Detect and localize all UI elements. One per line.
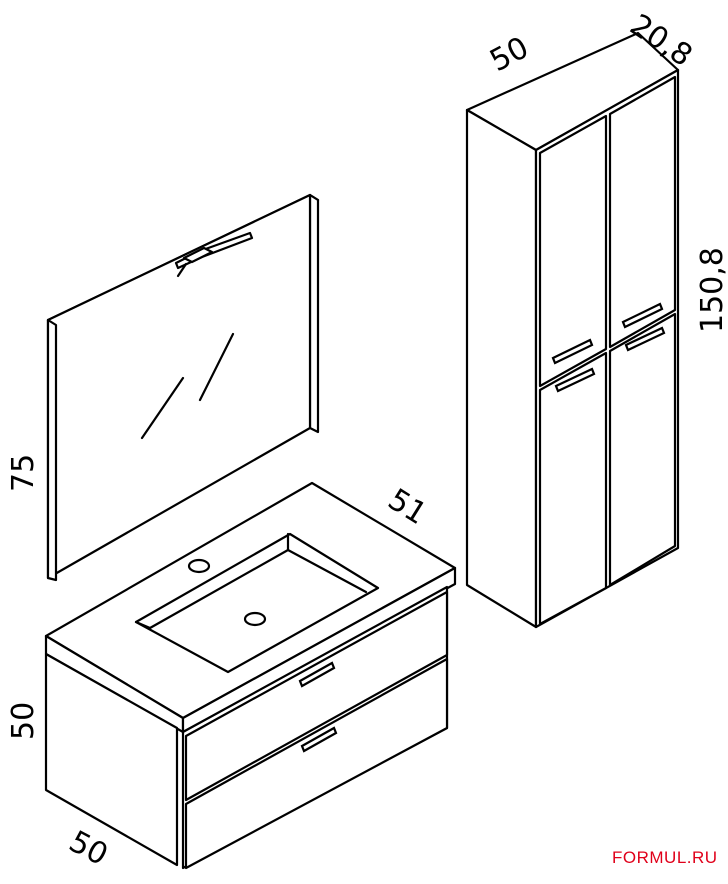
basin-inner-edge <box>134 620 152 630</box>
lower-drawer-front <box>184 657 449 870</box>
mirror-height-label: 75 <box>6 454 41 492</box>
lamp-arm <box>176 262 188 278</box>
upper-left-door <box>538 114 608 388</box>
upper-drawer-handle <box>298 661 336 688</box>
column-height-label: 150,8 <box>695 247 728 333</box>
mirror-front-edge <box>46 318 58 582</box>
column-cabinet <box>465 31 680 629</box>
watermark: FORMUL.RU <box>612 848 718 867</box>
lower-right-door <box>608 312 677 587</box>
upper-right-door <box>608 75 677 349</box>
mirror <box>46 193 320 582</box>
mirror-reflection-line <box>140 376 185 440</box>
lamp-head <box>182 246 214 264</box>
upper-left-door-handle <box>551 338 594 365</box>
faucet-hole <box>187 558 211 574</box>
column-side-panel <box>465 108 538 629</box>
lower-drawer-handle <box>300 726 338 753</box>
vanity-unit <box>44 481 457 870</box>
basin-drain <box>243 611 267 627</box>
lower-left-door <box>538 351 608 626</box>
column-width-label: 50 <box>484 30 534 79</box>
upper-drawer-front <box>184 590 449 802</box>
mirror-reflection-line <box>198 332 235 402</box>
upper-right-door-handle <box>621 302 664 329</box>
lower-right-door-handle <box>624 326 666 352</box>
mirror-lamp <box>174 231 254 278</box>
vanity-height-label: 50 <box>6 702 41 740</box>
basin-rim <box>134 532 380 674</box>
lower-left-door-handle <box>554 367 596 393</box>
vanity-depth-label: 51 <box>382 482 433 532</box>
mirror-side-edge <box>308 193 320 434</box>
cabinet-side-panel <box>44 652 179 867</box>
countertop-side-edge <box>181 566 457 734</box>
vanity-width-label: 50 <box>63 824 113 873</box>
